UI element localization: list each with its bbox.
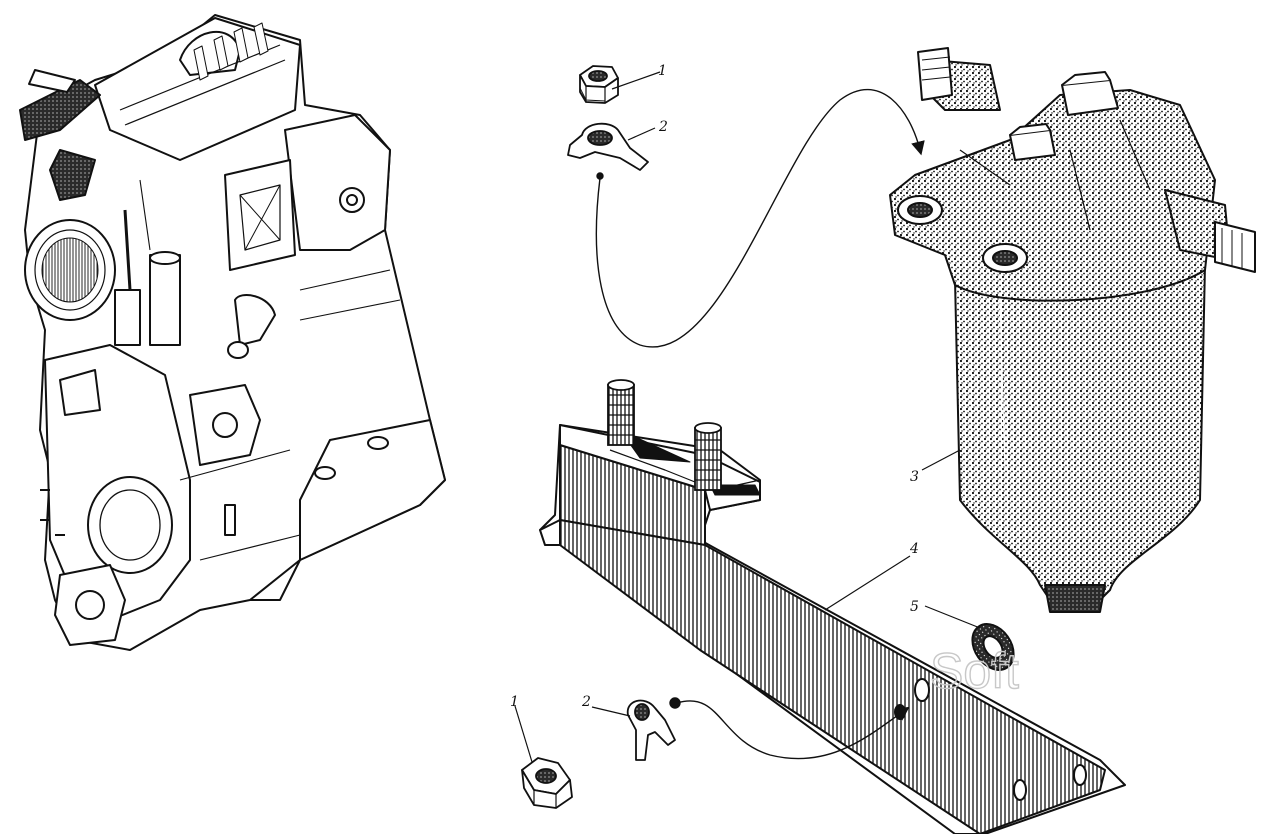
leader-washer: [924, 605, 981, 629]
leader-lines: [514, 71, 981, 763]
tab-washer-top: [567, 122, 649, 171]
leader-nut-bottom: [514, 705, 533, 763]
nut-top: [579, 65, 619, 104]
engine-block: [19, 14, 446, 651]
tab-washer-bottom: [626, 699, 676, 761]
callout-nut-top: 1: [658, 63, 667, 79]
assembly-path-bottom: [669, 697, 910, 760]
fuel-filter: [889, 47, 1256, 613]
callout-tab-washer-top: 2: [658, 119, 668, 135]
stud-right: [694, 422, 722, 491]
nut-bottom: [521, 757, 573, 809]
leader-tab-washer-bottom: [591, 706, 631, 717]
callout-bracket: 4: [909, 541, 919, 557]
leader-tab-washer-top: [627, 127, 656, 141]
callout-washer: 5: [910, 599, 919, 615]
washer: [971, 623, 1015, 671]
leader-filter: [921, 449, 961, 471]
callout-nut-bottom: 1: [510, 694, 519, 710]
leader-nut-top: [611, 71, 661, 90]
stud-left: [607, 379, 635, 446]
callout-filter: 3: [910, 469, 919, 485]
bracket: [539, 424, 1126, 834]
assembly-path-top: [595, 88, 925, 348]
watermark: Soft: [930, 643, 1019, 699]
callout-tab-washer-bottom: 2: [581, 694, 591, 710]
leader-bracket: [824, 555, 911, 611]
